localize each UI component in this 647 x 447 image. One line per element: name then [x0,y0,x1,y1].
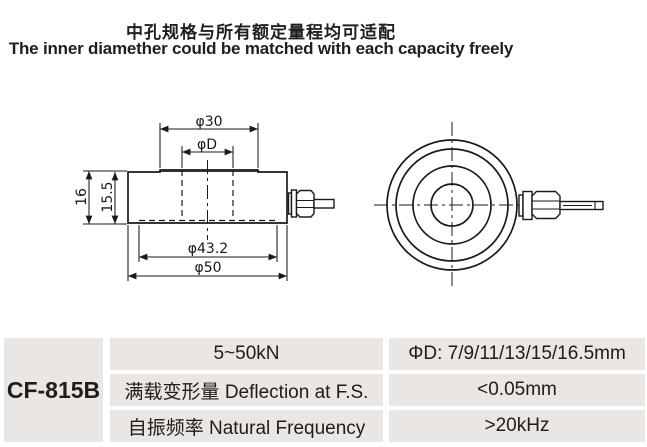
side-view-dimension-labels: φ30 φD 16 15.5 φ43.2 φ50 [74,114,228,276]
dim-hole-diameter: φD [197,137,217,153]
dim-boss-diameter: φ30 [195,114,222,130]
hidden-hole-lines [139,170,277,222]
dim-total-height: 16 [74,188,90,206]
dimension-lines [85,125,287,280]
spec-frequency-value-cell: >20kHz [389,410,645,442]
spec-inner-diameter-cell: ΦD: 7/9/11/13/15/16.5mm [389,338,645,370]
top-view [374,122,604,290]
spec-capacity-cell: 5~50kN [110,338,383,370]
spec-deflection-label-cell: 满载变形量 Deflection at F.S. [110,374,383,406]
spec-deflection-value-cell: <0.05mm [389,374,645,406]
dim-outer-diameter: φ50 [194,260,221,276]
dim-body-height: 15.5 [100,181,116,212]
top-view-connector [518,190,604,221]
spec-frequency-label-cell: 自振频率 Natural Frequency [110,410,383,442]
side-view-connector [287,189,335,218]
title-english: The inner diamether could be matched wit… [8,39,514,58]
model-cell: CF-815B [4,338,103,442]
title-chinese: 中孔规格与所有额定量程均可适配 [126,23,396,42]
side-view [83,123,335,281]
dim-recess-diameter: φ43.2 [188,241,228,257]
top-view-centerlines [374,122,521,290]
spec-table: CF-815B 5~50kN ΦD: 7/9/11/13/15/16.5mm 满… [4,338,645,442]
